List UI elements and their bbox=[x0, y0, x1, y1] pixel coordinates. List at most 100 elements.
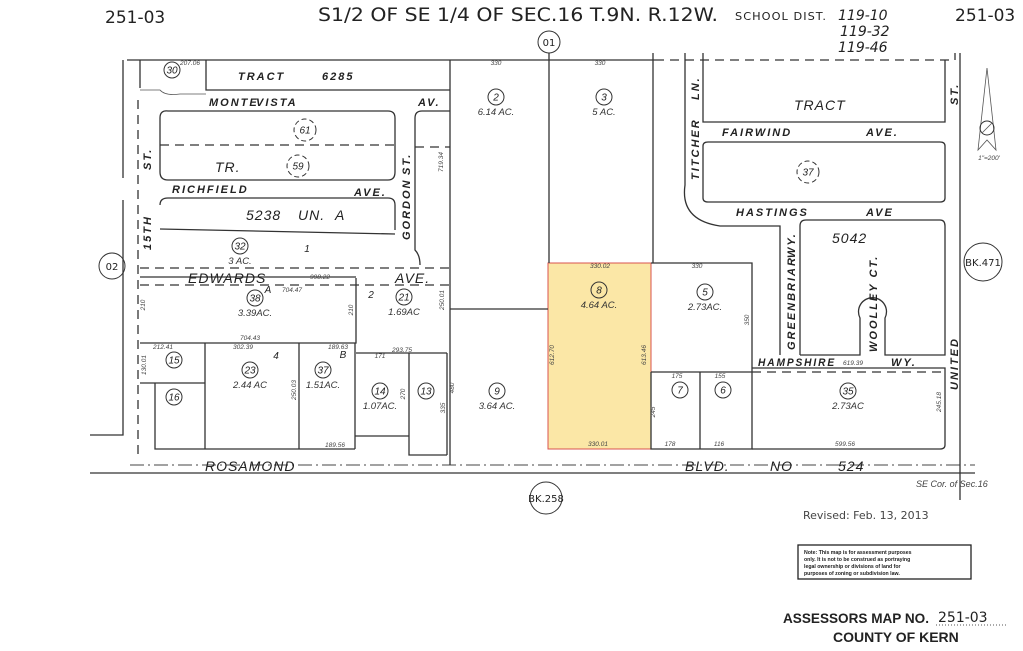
hampshire-label: HAMPSHIRE bbox=[758, 357, 836, 369]
dimension-d350: 350 bbox=[744, 314, 751, 325]
svg-text:Note: This map is for assessme: Note: This map is for assessment purpose… bbox=[804, 550, 912, 556]
parcel-59[interactable]: 59 bbox=[286, 154, 310, 178]
parcel-acreage: 3.39AC. bbox=[238, 308, 272, 319]
school-dist-2: 119-32 bbox=[840, 24, 890, 40]
parcel-acreage: 2.73AC bbox=[831, 401, 864, 412]
parcel-32[interactable]: 323 AC. bbox=[228, 237, 252, 267]
dimension-d155: 155 bbox=[715, 373, 726, 380]
dimension-d24518: 245.18 bbox=[936, 392, 943, 413]
w15th-label: 15TH bbox=[142, 215, 154, 250]
dimension-d59956: 599.56 bbox=[835, 441, 855, 448]
hastings-suffix: AVE bbox=[865, 207, 894, 219]
dimension-d61346: 613.46 bbox=[641, 345, 648, 365]
dimension-d210a: 210 bbox=[140, 299, 147, 311]
titcher-suffix: LN. bbox=[690, 76, 702, 100]
dimension-d18956: 189.56 bbox=[325, 442, 345, 449]
parcel-number: 8 bbox=[596, 286, 602, 297]
parcel-23[interactable]: 23 2.44 AC bbox=[232, 361, 267, 391]
parcel-8-highlight[interactable] bbox=[547, 262, 652, 450]
map-ref-right[interactable]: BK.471 bbox=[963, 242, 1003, 282]
parcel-number: 16 bbox=[168, 393, 180, 404]
parcel-number: 59 bbox=[292, 162, 304, 173]
school-dist-3: 119-46 bbox=[838, 40, 888, 56]
dimension-d71934: 719.34 bbox=[438, 152, 445, 172]
edwards-suffix: AVE. bbox=[394, 270, 430, 286]
map-ref-bottom[interactable]: BK.258 bbox=[528, 481, 564, 515]
parcel-14[interactable]: 141.07AC. bbox=[363, 382, 397, 412]
parcel-number: 32 bbox=[234, 242, 246, 253]
lot-letter: 1 bbox=[304, 244, 310, 255]
svg-text:BK.258: BK.258 bbox=[528, 494, 564, 505]
parcel-15[interactable]: 15 bbox=[165, 351, 183, 369]
dimension-d30239: 302.39 bbox=[233, 344, 253, 351]
dimension-d178: 178 bbox=[665, 441, 676, 448]
parcel-number: 23 bbox=[243, 366, 256, 377]
titcher-label: TITCHER bbox=[690, 118, 702, 180]
rosamond-label: ROSAMOND bbox=[205, 458, 295, 474]
gordon-suffix: ST. bbox=[401, 153, 413, 175]
dimension-d210b: 210 bbox=[348, 304, 355, 316]
tract-5042-label: 5042 bbox=[832, 230, 867, 246]
parcel-number-circle bbox=[314, 361, 332, 379]
dimension-d480: 480 bbox=[449, 382, 456, 393]
blvd-number: 524 bbox=[838, 458, 864, 474]
parcel-acreage: 6.14 AC. bbox=[478, 107, 515, 118]
svg-text:only. It is not to be construe: only. It is not to be construed as portr… bbox=[804, 557, 910, 563]
parcel-37[interactable]: 37 bbox=[796, 160, 820, 184]
svg-text:02: 02 bbox=[106, 262, 119, 273]
parcel-38[interactable]: 38 3.39AC. bbox=[238, 289, 272, 319]
parcel-number: 9 bbox=[494, 387, 500, 398]
parcel-37[interactable]: 371.51AC. bbox=[306, 361, 340, 391]
dimension-d335: 335 bbox=[440, 402, 447, 413]
parcel-13[interactable]: 13 bbox=[417, 382, 435, 400]
parcel-number: 21 bbox=[397, 293, 409, 304]
dimension-d13001: 130.01 bbox=[141, 355, 148, 375]
parcel-acreage: 2.44 AC bbox=[232, 380, 267, 391]
parcel-7[interactable]: 7 bbox=[671, 381, 689, 399]
greenbriar-label: GREENBRIAR bbox=[786, 256, 798, 350]
parcel-number: 38 bbox=[249, 294, 261, 305]
county-label: COUNTY OF KERN bbox=[833, 629, 959, 645]
parcel-30[interactable]: 30 bbox=[163, 61, 181, 79]
parcel-number: 61 bbox=[299, 126, 310, 137]
un-a-label-3: A bbox=[334, 207, 345, 223]
parcel-2[interactable]: 26.14 AC. bbox=[478, 88, 515, 118]
map-ref-top[interactable]: 01 bbox=[537, 30, 561, 54]
parcel-61[interactable]: 61 bbox=[293, 118, 317, 142]
scale-label: 1"=200' bbox=[978, 155, 1001, 162]
dimension-d18963: 189.63 bbox=[328, 344, 348, 351]
parcel-8[interactable]: 84.64 AC. bbox=[581, 281, 618, 311]
parcel-number-circle bbox=[488, 382, 506, 400]
tract-6285-label: TRACT bbox=[238, 71, 285, 83]
edwards-label: EDWARDS bbox=[188, 270, 266, 286]
dimension-d116: 116 bbox=[714, 441, 725, 448]
parcel-16[interactable]: 16 bbox=[165, 388, 183, 406]
parcel-acreage: 2.73AC. bbox=[687, 302, 722, 313]
parcel-6[interactable]: 6 bbox=[714, 381, 732, 399]
parcel-5[interactable]: 5 2.73AC. bbox=[687, 283, 722, 313]
un-a-label: 5238 bbox=[246, 207, 281, 223]
parcel-number: 5 bbox=[702, 288, 708, 299]
parcel-number-circle bbox=[165, 351, 183, 369]
dimension-d330b: 330 bbox=[595, 60, 606, 67]
parcel-number: 35 bbox=[842, 387, 854, 398]
lot-letter: 4 bbox=[273, 351, 279, 362]
parcel-9[interactable]: 93.64 AC. bbox=[479, 382, 516, 412]
assessors-map-label: ASSESSORS MAP NO. bbox=[783, 610, 929, 626]
parcel-21[interactable]: 211.69AC bbox=[388, 288, 420, 318]
map-ref-left[interactable]: 02 bbox=[98, 252, 126, 280]
parcel-acreage: 1.51AC. bbox=[306, 380, 340, 391]
lot-letter: A bbox=[264, 285, 272, 296]
richfield-label: RICHFIELD bbox=[172, 184, 249, 196]
parcel-number: 30 bbox=[166, 66, 178, 77]
svg-text:01: 01 bbox=[543, 38, 556, 49]
parcel-35[interactable]: 35 2.73AC bbox=[831, 382, 864, 412]
parcel-number: 7 bbox=[677, 386, 683, 397]
dimension-d99822: 998.22 bbox=[310, 274, 330, 281]
parcel-number-circle bbox=[487, 88, 505, 106]
parcel-number-circle bbox=[595, 88, 613, 106]
parcel-number-circle bbox=[714, 381, 732, 399]
parcel-3[interactable]: 35 AC. bbox=[592, 88, 616, 118]
dimension-d245: 245 bbox=[650, 406, 657, 418]
